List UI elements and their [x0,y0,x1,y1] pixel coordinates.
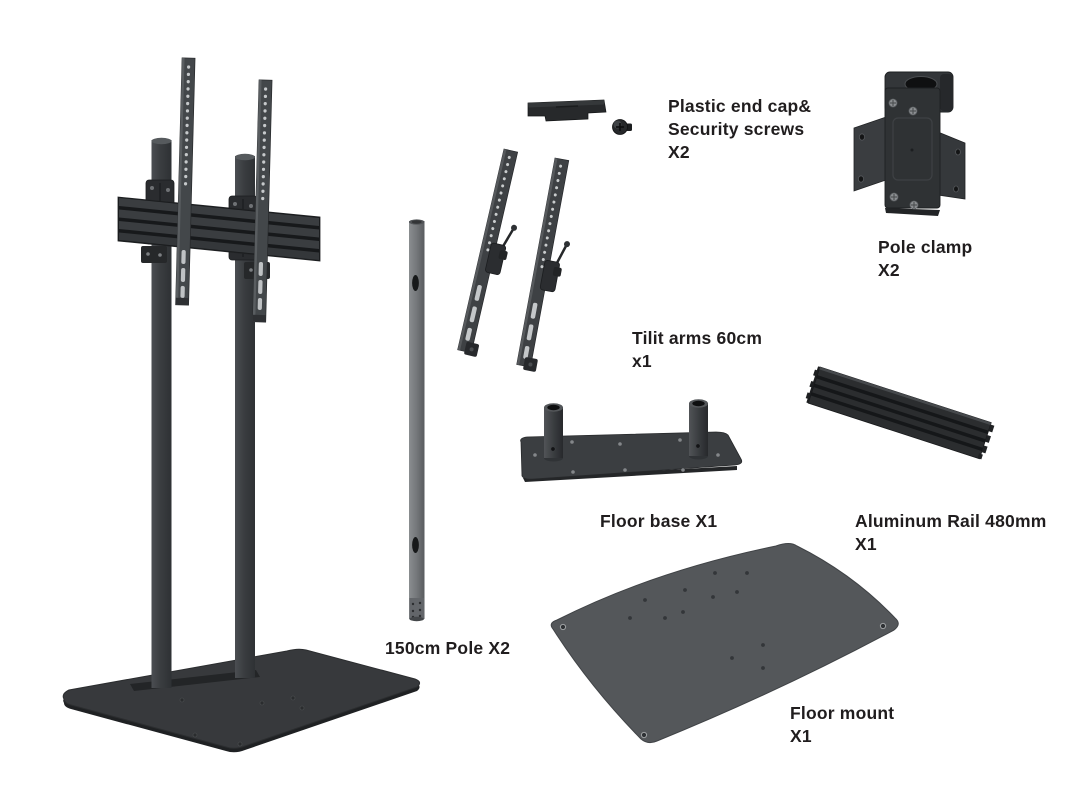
pole-illustration [409,219,425,622]
stand-right-pole [235,153,255,678]
stand-left-vesa-rail [175,57,196,306]
tilt-arms-illustration [457,148,571,372]
assembled-stand-illustration [62,57,421,753]
floor-base-illustration [520,399,743,482]
floor-base-screws [533,438,720,474]
floor-base-left-socket [544,403,563,462]
floor-mount-corner-holes [559,622,887,739]
aluminum-rail-label: Aluminum Rail 480mm X1 [855,511,1047,554]
stand-base-screws [179,695,305,747]
pole-clamp-illustration [853,71,966,216]
stand-base-plate [62,648,421,749]
pole-label: 150cm Pole X2 [385,638,511,658]
tilt-arms-label: Tilit arms 60cm x1 [632,328,763,371]
floor-mount-holes [628,571,765,670]
pole-clamp-screws [888,98,919,210]
floor-base-right-socket [689,399,708,460]
aluminum-rail-illustration [805,366,995,460]
stand-left-pole [151,137,172,688]
tilt-arm-left [457,148,519,357]
end-cap-illustration [527,99,607,122]
tilt-arm-right [516,157,571,372]
floor-mount-illustration [550,543,899,744]
security-screw-illustration [612,119,632,135]
floor-base-label: Floor base X1 [600,511,718,531]
stand-cross-rail [117,196,321,262]
pole-clamp-label: Pole clamp X2 [878,237,973,280]
stand-right-vesa-rail [252,79,273,323]
floor-mount-label: Floor mount X1 [790,703,895,746]
end-cap-label: Plastic end cap& Security screws X2 [668,96,812,162]
